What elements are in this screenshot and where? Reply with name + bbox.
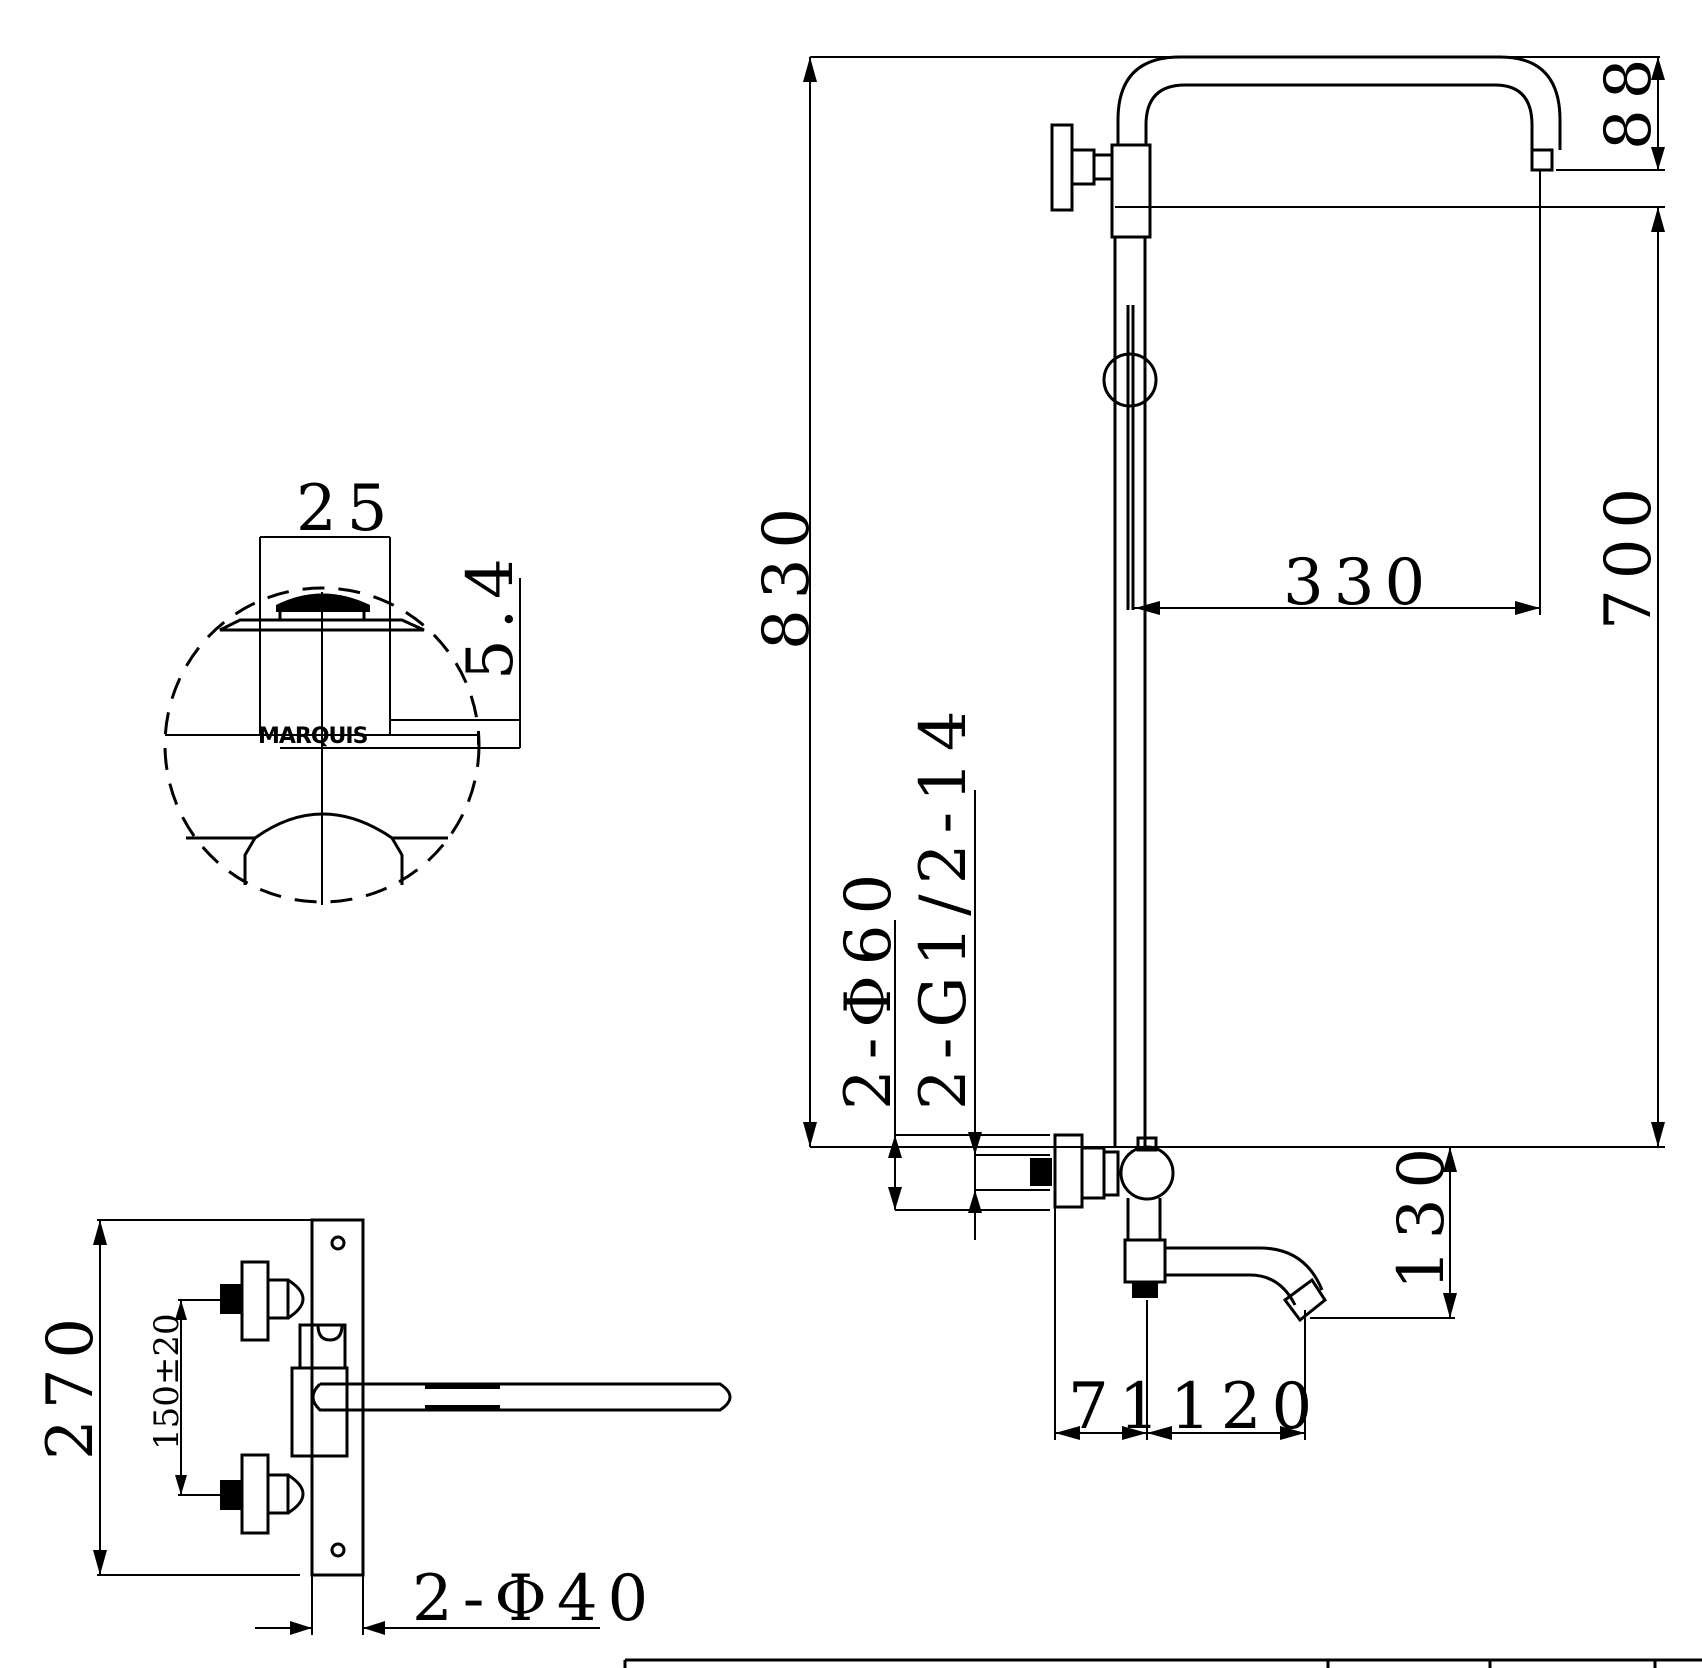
inlet-nut-top: [240, 1260, 270, 1342]
centers-label: 150±20: [147, 1313, 187, 1450]
mount-hole-bottom: [330, 1542, 346, 1558]
shower-arm: [1116, 55, 1562, 150]
detail-depth-label: 5.4: [454, 548, 528, 680]
spout-height-label: 130: [1385, 1138, 1459, 1290]
mount-diameter-label: 2-Φ60: [832, 864, 906, 1110]
mixer-wall-flange: [1053, 1133, 1084, 1209]
detail-width-label: 25: [296, 472, 397, 546]
diverter-cartridge: [1123, 1238, 1167, 1284]
plan-height-label: 270: [34, 1308, 108, 1460]
spout-reach-label: 120: [1170, 1370, 1322, 1444]
detail-view: 25 5.4 MARQUIS: [163, 472, 528, 905]
thread-label: 2-G1/2-14: [907, 700, 981, 1110]
shower-head-dome: [186, 812, 448, 840]
mount-hole-top: [330, 1235, 346, 1251]
diverter-block: [1110, 143, 1152, 239]
plan-view: 270 150±20 2: [34, 1218, 732, 1636]
title-block: [623, 1658, 1702, 1668]
bath-spout: [1165, 1246, 1324, 1306]
top-offset-label: 88: [1592, 49, 1666, 150]
diverter-knob: [1050, 123, 1074, 212]
detail-brand-logo: MARQUIS: [258, 724, 368, 749]
inlet-nut-bottom: [240, 1453, 270, 1535]
bar-height-label: 700: [1592, 478, 1666, 630]
mixer-body: [1119, 1145, 1175, 1201]
wall-plate: [310, 1218, 365, 1577]
side-elevation: 830 88 700 330: [750, 49, 1666, 1444]
spout-arm-plan: [311, 1382, 732, 1412]
body-depth-label: 71: [1068, 1370, 1169, 1444]
escutcheon-label: 2-Φ40: [412, 1562, 658, 1636]
arm-reach-label: 330: [1283, 546, 1435, 620]
slide-bracket: [1102, 352, 1158, 408]
total-height-label: 830: [750, 498, 824, 650]
mixer-body-plan: [290, 1366, 349, 1458]
